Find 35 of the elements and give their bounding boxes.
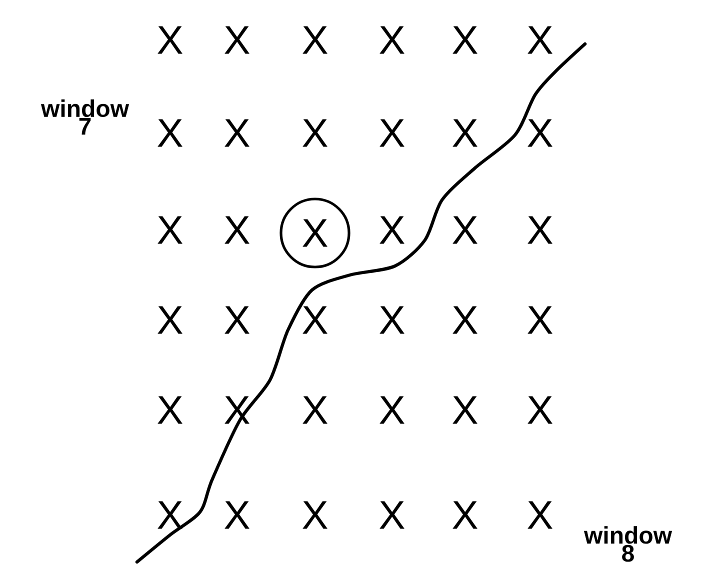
x-mark: X [302, 501, 328, 529]
x-mark: X [158, 501, 182, 529]
x-mark: X [528, 26, 552, 54]
window-label: window 7 [40, 99, 130, 135]
x-mark: X [380, 396, 404, 424]
x-mark: X [224, 501, 250, 529]
x-mark: X [224, 26, 250, 54]
x-mark: X [452, 306, 478, 334]
x-mark: X [452, 216, 478, 244]
x-mark: X [452, 119, 478, 147]
x-mark: X [224, 119, 250, 147]
x-mark: X [224, 306, 250, 334]
x-mark: X [380, 119, 404, 147]
x-mark: X [158, 119, 182, 147]
x-mark: X [528, 306, 552, 334]
x-mark: X [452, 396, 478, 424]
x-mark: X [158, 306, 182, 334]
x-mark: X [302, 26, 328, 54]
x-mark: X [452, 26, 478, 54]
x-mark: X [528, 119, 552, 147]
x-mark: X [158, 396, 182, 424]
circled-mark: X [280, 198, 350, 268]
x-mark: X [528, 501, 552, 529]
x-mark: X [158, 26, 182, 54]
x-mark: X [158, 216, 182, 244]
x-mark: X [528, 396, 552, 424]
x-mark: X [380, 306, 404, 334]
x-mark: X [380, 501, 404, 529]
x-mark: X [452, 501, 478, 529]
window-label: window 8 [584, 526, 672, 562]
x-mark: X [380, 26, 404, 54]
x-mark: X [302, 396, 328, 424]
x-mark: X [302, 119, 328, 147]
x-mark: X [302, 306, 328, 334]
x-mark: X [528, 216, 552, 244]
